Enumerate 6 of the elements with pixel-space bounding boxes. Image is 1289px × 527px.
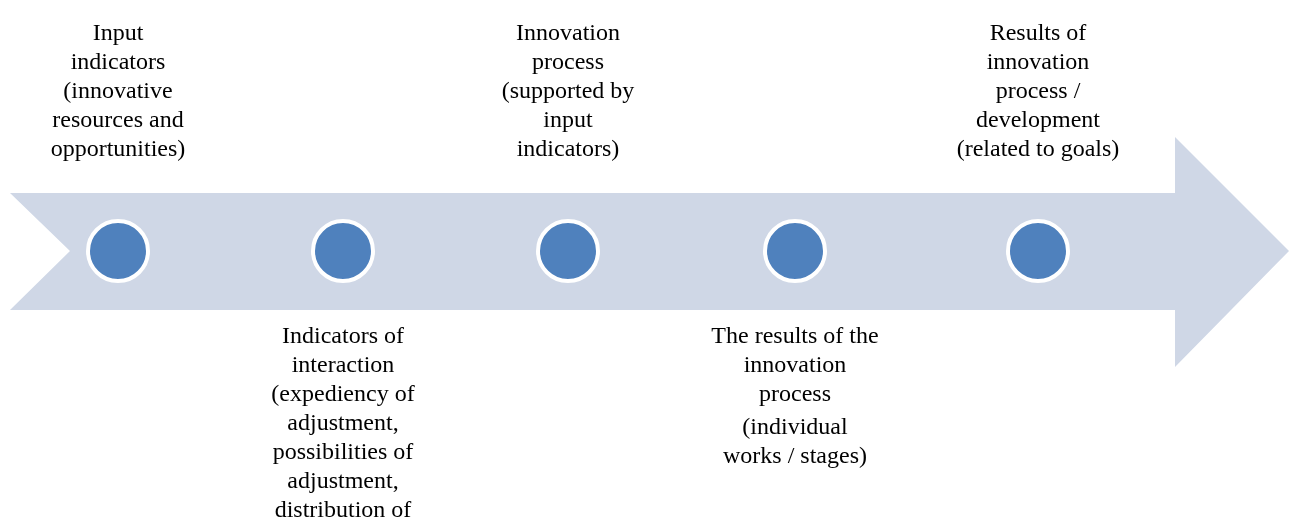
step-caption: The results of the innovation process — [710, 321, 880, 408]
step-caption: Indicators of interaction (expediency of adjustment, possibilities of adjustment, distribution of — [270, 321, 416, 524]
step-caption: (individual works / stages) — [722, 412, 868, 470]
step-caption: Input indicators (innovative resources and opportunities) — [49, 18, 187, 163]
step-caption: Innovation process (supported by input indicators) — [500, 18, 636, 163]
step-caption: Results of innovation process / development (related to goals) — [955, 18, 1121, 163]
